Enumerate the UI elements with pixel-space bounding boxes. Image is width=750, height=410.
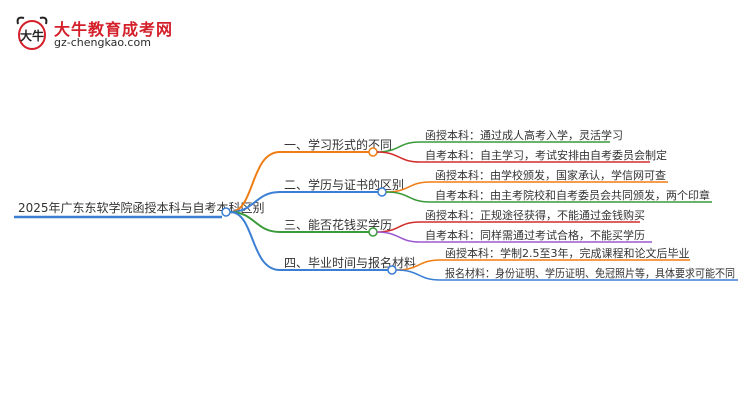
branch-2-child-1-label: 函授本科：由学校颁发，国家承认，学信网可查 (435, 168, 666, 182)
edge-b4-c2 (395, 269, 441, 281)
branch-3-label: 三、能否花钱买学历 (284, 217, 392, 232)
branch-3-child-2[interactable]: 自考本科：同样需通过考试合格，不能买学历 (420, 228, 652, 243)
root-label: 2025年广东东软学院函授本科与自考本科区别 (18, 200, 265, 215)
edge-b1-c2 (376, 151, 421, 163)
branch-4-child-1-label: 函授本科：学制2.5至3年，完成课程和论文后毕业 (445, 246, 690, 260)
branch-3-dot (368, 227, 378, 237)
edge-b2-c2 (385, 191, 431, 203)
edge-root-branch-2 (229, 191, 281, 213)
logo-title: 大牛教育成考网 (54, 20, 174, 39)
logo-url: gz-chengkao.com (54, 36, 151, 49)
edge-b3-c2 (376, 231, 421, 243)
logo-mark-text: 大牛 (20, 28, 44, 43)
branch-4-child-2[interactable]: 报名材料：身份证明、学历证明、免冠照片等，具体要求可能不同 (440, 266, 738, 281)
branch-4-child-1[interactable]: 函授本科：学制2.5至3年，完成课程和论文后毕业 (440, 246, 690, 261)
edge-root-branch-4 (229, 211, 281, 271)
edge-root-branch-1 (229, 151, 281, 213)
branch-2-child-1[interactable]: 函授本科：由学校颁发，国家承认，学信网可查 (430, 168, 668, 183)
branch-2-dot (377, 187, 387, 197)
branch-4[interactable]: 四、毕业时间与报名材料 (280, 255, 416, 275)
branch-2-child-2[interactable]: 自考本科：由主考院校和自考委员会共同颁发，两个印章 (430, 188, 712, 203)
branch-1-child-1[interactable]: 函授本科：通过成人高考入学，灵活学习 (420, 128, 623, 143)
branch-4-child-2-label: 报名材料：身份证明、学历证明、免冠照片等，具体要求可能不同 (445, 266, 735, 280)
branch-3[interactable]: 三、能否花钱买学历 (280, 217, 392, 237)
bull-logo-icon: 大牛 (16, 16, 48, 50)
branch-4-dot (387, 265, 397, 275)
branch-1-child-1-label: 函授本科：通过成人高考入学，灵活学习 (425, 128, 623, 142)
branch-1-dot (368, 147, 378, 157)
branch-3-child-2-label: 自考本科：同样需通过考试合格，不能买学历 (425, 228, 645, 242)
branch-2-label: 二、学历与证书的区别 (284, 177, 404, 192)
branch-3-child-1-label: 函授本科：正规途径获得，不能通过金钱购买 (425, 208, 645, 222)
root-node[interactable]: 2025年广东东软学院函授本科与自考本科区别 (14, 200, 265, 219)
branch-3-child-1[interactable]: 函授本科：正规途径获得，不能通过金钱购买 (420, 208, 645, 223)
branch-2[interactable]: 二、学历与证书的区别 (280, 177, 404, 197)
site-logo[interactable]: 大牛 大牛教育成考网 gz-chengkao.com (14, 14, 184, 56)
branch-1-child-2-label: 自考本科：自主学习，考试安排由自考委员会制定 (425, 148, 667, 162)
branch-1-child-2[interactable]: 自考本科：自主学习，考试安排由自考委员会制定 (420, 148, 667, 163)
branch-2-child-2-label: 自考本科：由主考院校和自考委员会共同颁发，两个印章 (435, 188, 710, 202)
branch-1[interactable]: 一、学习形式的不同 (280, 137, 392, 157)
branch-4-label: 四、毕业时间与报名材料 (284, 255, 416, 270)
root-connector-dot (221, 207, 231, 217)
branch-1-label: 一、学习形式的不同 (284, 137, 392, 152)
